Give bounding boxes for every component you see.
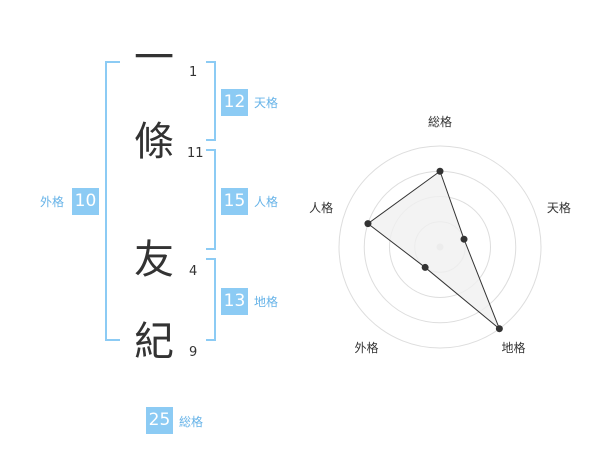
gaikaku-bracket bbox=[105, 61, 120, 341]
name-char-4: 紀 bbox=[134, 319, 174, 365]
name-char-2: 條 bbox=[134, 119, 174, 165]
tenkaku-value: 12 bbox=[221, 89, 248, 116]
chikaku-label: 地格 bbox=[254, 295, 279, 309]
tenkaku-label: 天格 bbox=[254, 96, 279, 110]
radar-point-3 bbox=[421, 263, 429, 271]
jinkaku-label: 人格 bbox=[254, 195, 279, 209]
jinkaku-bracket bbox=[206, 149, 216, 250]
chikaku-value: 13 bbox=[221, 288, 248, 315]
radar-axis-label-4: 人格 bbox=[309, 201, 334, 216]
tenkaku-bracket bbox=[206, 61, 216, 141]
radar-axis-label-1: 天格 bbox=[546, 201, 571, 216]
radar-axis-label-0: 総格 bbox=[428, 115, 453, 129]
soukaku-value: 25 bbox=[146, 407, 173, 434]
radar-point-1 bbox=[460, 235, 468, 243]
soukaku-label: 総格 bbox=[179, 415, 204, 429]
name-char-1: 一 bbox=[134, 35, 174, 81]
stroke-count-3: 4 bbox=[189, 264, 198, 279]
radar-axis-label-2: 地格 bbox=[501, 341, 526, 356]
radar-axis-label-3: 外格 bbox=[354, 341, 379, 356]
stroke-count-4: 9 bbox=[189, 345, 198, 360]
stroke-count-2: 11 bbox=[187, 146, 204, 161]
gaikaku-label: 外格 bbox=[40, 195, 65, 209]
name-char-3: 友 bbox=[134, 237, 174, 283]
radar-point-0 bbox=[436, 167, 444, 175]
radar-point-2 bbox=[495, 325, 503, 333]
chikaku-bracket bbox=[206, 258, 216, 341]
radar-polygon bbox=[367, 170, 500, 330]
radar-ring-4 bbox=[338, 145, 542, 349]
stroke-count-1: 1 bbox=[189, 65, 198, 80]
jinkaku-value: 15 bbox=[221, 188, 248, 215]
radar-point-4 bbox=[364, 220, 372, 228]
gaikaku-value: 10 bbox=[72, 188, 99, 215]
